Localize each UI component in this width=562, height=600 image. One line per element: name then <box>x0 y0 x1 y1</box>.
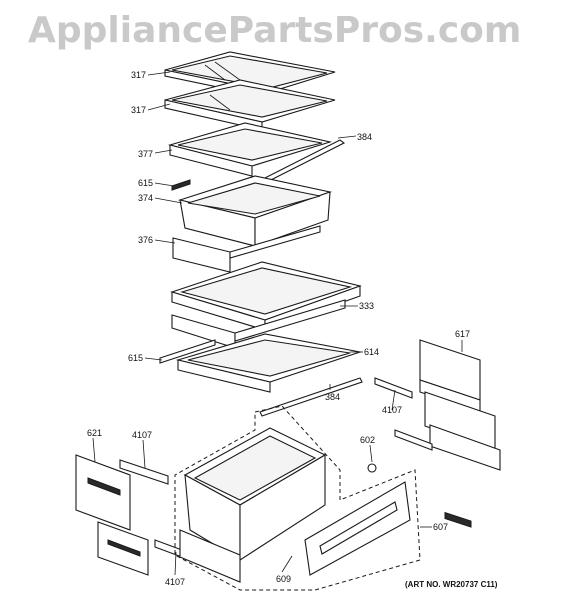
drawer-front-621[interactable] <box>75 454 149 576</box>
callout-377: 377 <box>138 149 153 159</box>
roller-602[interactable] <box>367 463 377 473</box>
callout-4107-left-lower: 4107 <box>165 577 185 587</box>
callout-615-lower: 615 <box>128 353 143 363</box>
callout-617: 617 <box>455 329 470 339</box>
callout-615-top: 615 <box>138 178 153 188</box>
slide-615-top[interactable] <box>171 179 191 191</box>
callout-384-lower: 384 <box>325 392 340 402</box>
slide-615-lower[interactable] <box>159 339 216 364</box>
callout-4107-left-upper: 4107 <box>132 430 152 440</box>
panel-617[interactable] <box>419 339 501 528</box>
callout-614: 614 <box>364 347 379 357</box>
callout-384-top: 384 <box>357 132 372 142</box>
trim-4107-left-upper[interactable] <box>119 459 169 485</box>
shelf-317-second[interactable] <box>164 79 336 131</box>
crisper-drawer-609[interactable] <box>179 427 327 583</box>
callout-317-second: 317 <box>131 105 146 115</box>
callout-609: 609 <box>276 574 291 584</box>
art-number: (ART NO. WR20737 C11) <box>405 580 498 589</box>
callout-374: 374 <box>138 193 153 203</box>
callout-333: 333 <box>359 301 374 311</box>
drawer-front-607[interactable] <box>304 481 411 576</box>
shelf-support-frame[interactable] <box>171 299 346 349</box>
callout-376: 376 <box>138 235 153 245</box>
callout-317-top: 317 <box>131 70 146 80</box>
callout-607: 607 <box>433 522 448 532</box>
trim-4107-right[interactable] <box>374 377 433 451</box>
drawer-assembly-outline <box>174 405 421 591</box>
shelf-333[interactable] <box>170 261 362 331</box>
leader-lines <box>92 71 463 576</box>
shelf-614[interactable] <box>175 333 363 393</box>
callout-4107-right: 4107 <box>382 405 402 415</box>
pan-374[interactable] <box>177 175 333 247</box>
callout-602: 602 <box>360 435 375 445</box>
bracket-376[interactable] <box>172 225 321 273</box>
shelf-377[interactable] <box>167 122 333 177</box>
rail-384-lower[interactable] <box>259 377 363 417</box>
watermark-text: AppliancePartsPros.com <box>28 10 522 51</box>
callout-621: 621 <box>87 428 102 438</box>
